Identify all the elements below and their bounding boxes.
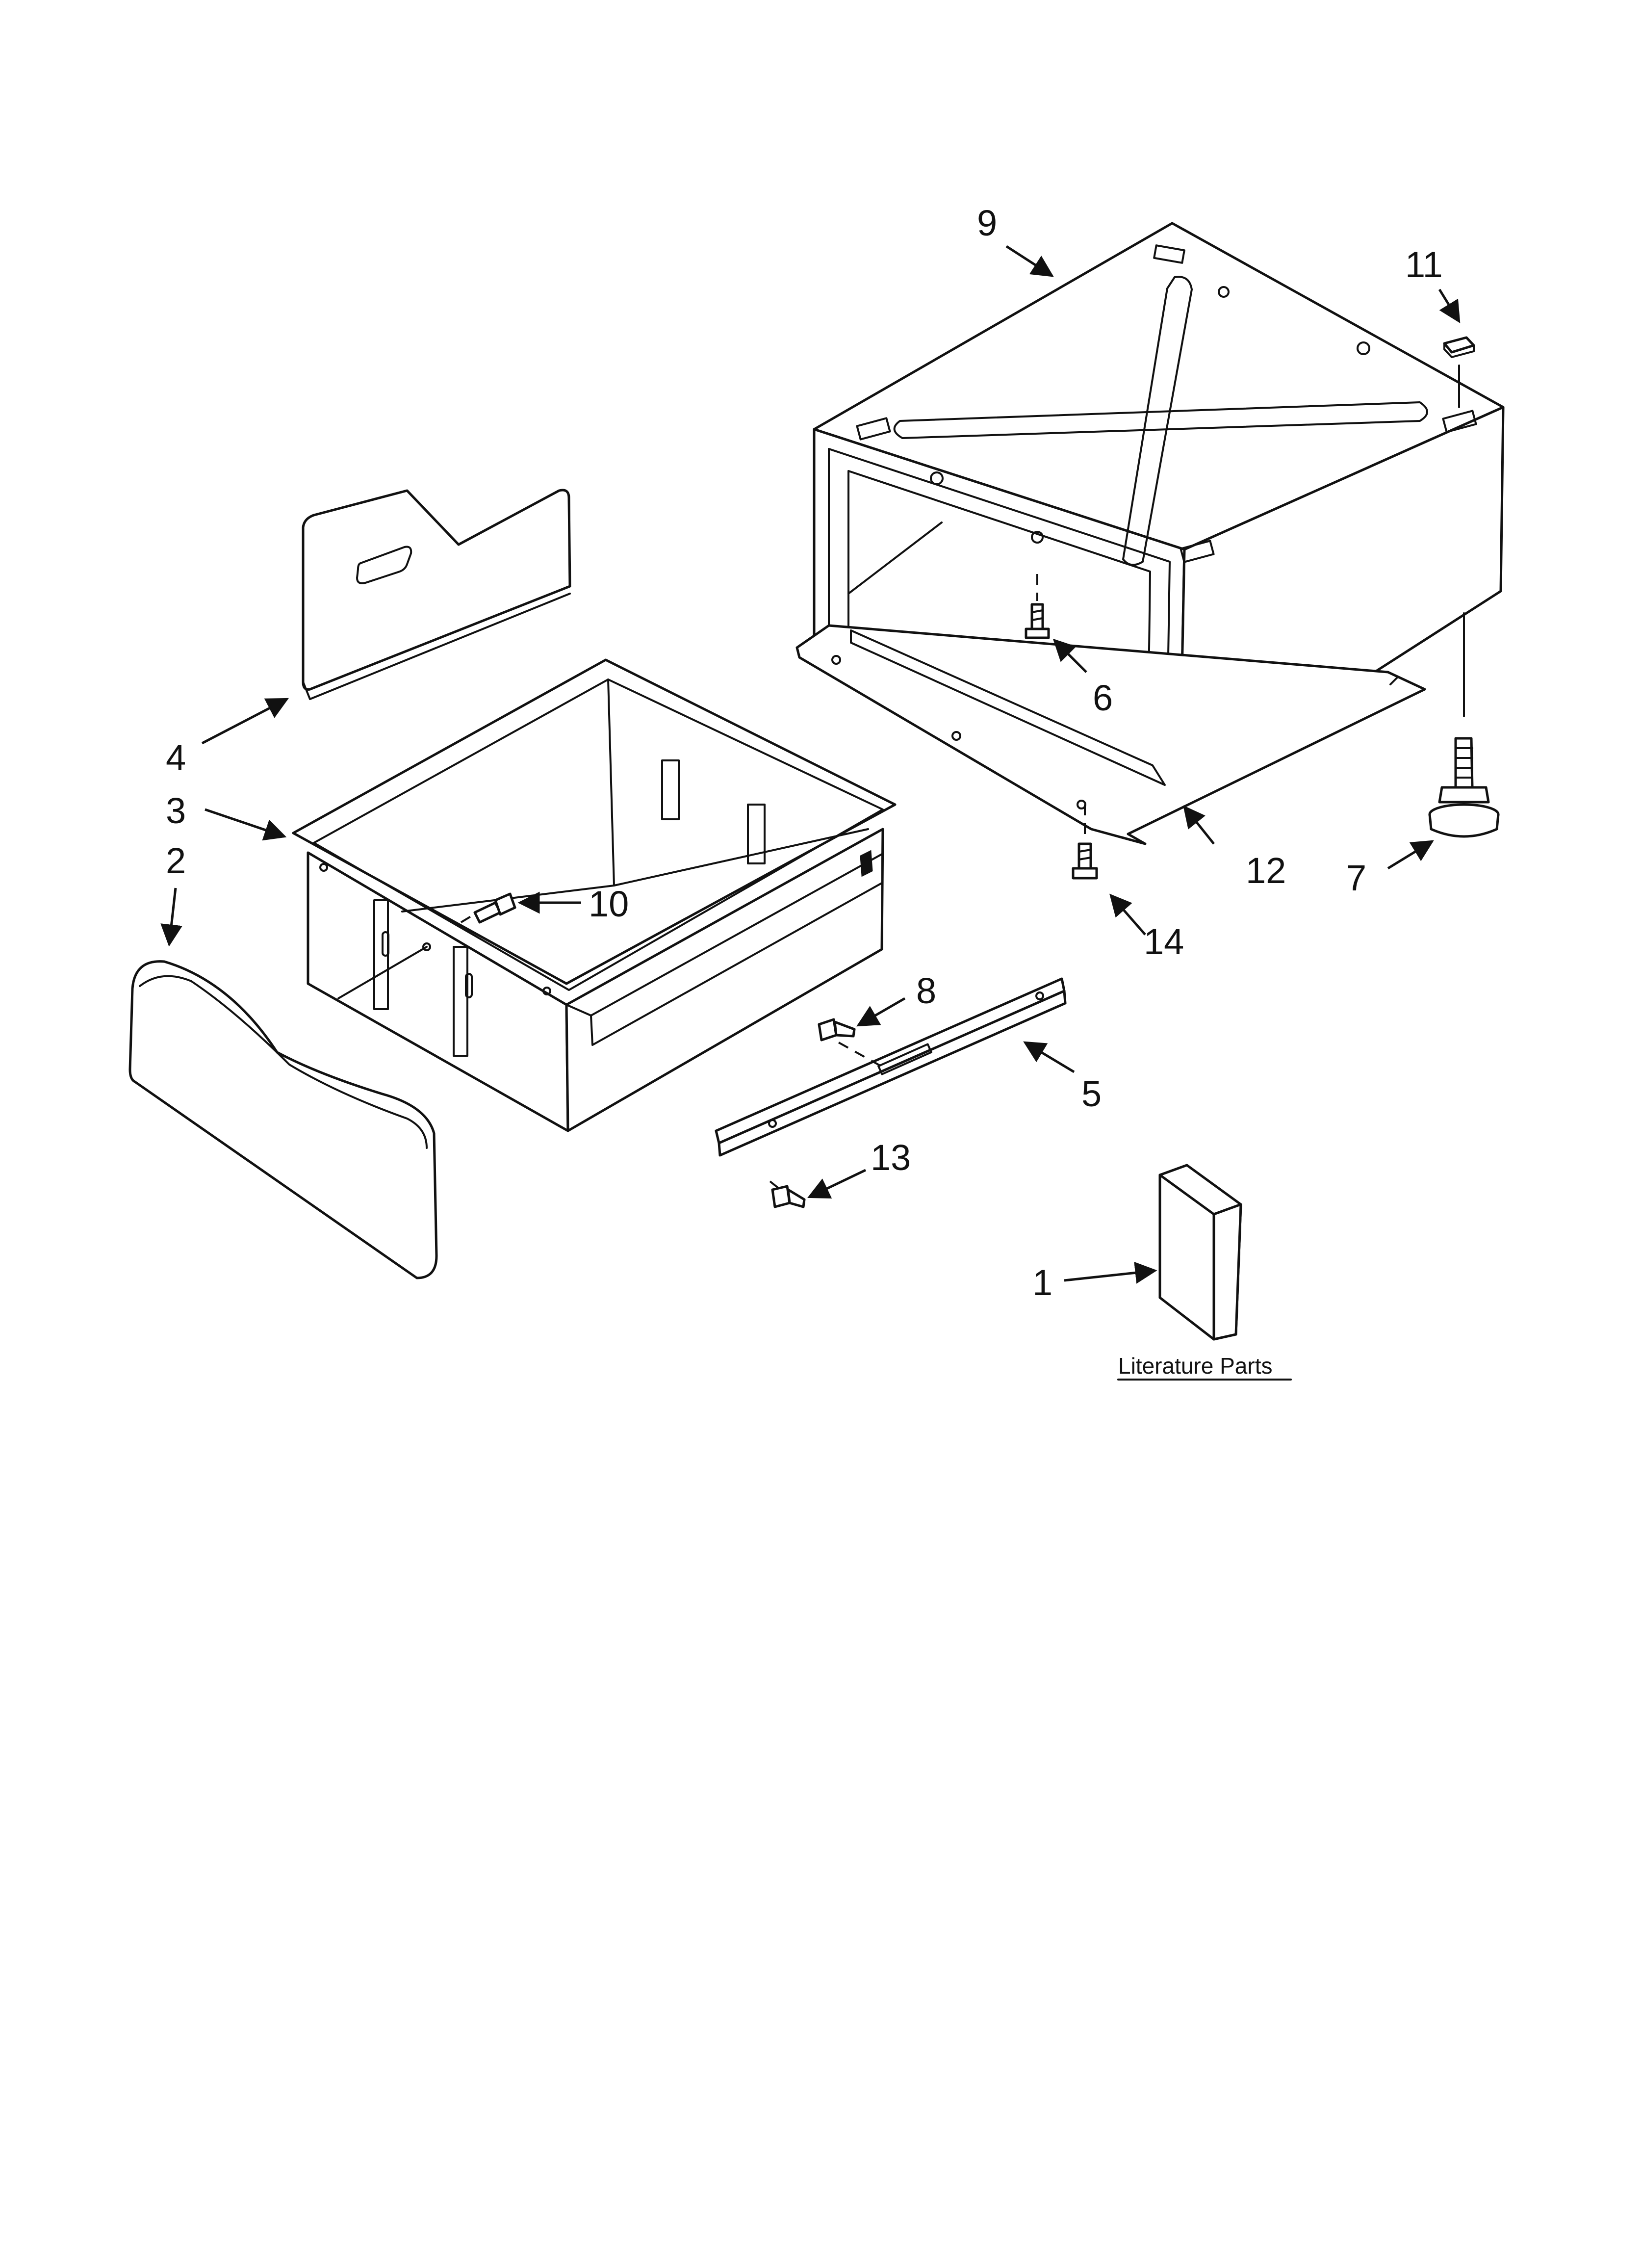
- callout-7: 7: [1346, 858, 1366, 898]
- callout-4: 4: [166, 737, 186, 778]
- lower-slide-screw: [771, 1185, 806, 1208]
- base-screw: [1072, 805, 1098, 880]
- callout-13: 13: [871, 1137, 911, 1178]
- callout-5: 5: [1081, 1073, 1102, 1114]
- leader-lines: [160, 245, 1461, 1284]
- callout-3: 3: [166, 790, 186, 831]
- bin-screw: [460, 892, 516, 924]
- callout-2: 2: [166, 840, 186, 881]
- slide-screw: [818, 1018, 856, 1042]
- callout-12: 12: [1246, 850, 1286, 891]
- literature-booklet: [1158, 1164, 1242, 1341]
- callout-6: 6: [1093, 678, 1113, 718]
- cabinet-screw: [1025, 574, 1050, 639]
- drawer-slide: [715, 977, 1067, 1198]
- bumper-pad: [1443, 336, 1475, 408]
- callout-8: 8: [916, 970, 936, 1011]
- callout-9: 9: [977, 203, 997, 243]
- callout-10: 10: [589, 884, 629, 924]
- callout-11: 11: [1405, 244, 1443, 285]
- leveling-leg: [1428, 612, 1500, 838]
- drawer-bin: [292, 658, 897, 1132]
- drawer-divider: [302, 489, 571, 700]
- base-panel: [795, 624, 1426, 845]
- literature-parts-caption: Literature Parts: [1118, 1353, 1272, 1379]
- callout-1: 1: [1032, 1262, 1052, 1303]
- drawer-front-panel: [128, 960, 438, 1279]
- callout-14: 14: [1144, 921, 1184, 962]
